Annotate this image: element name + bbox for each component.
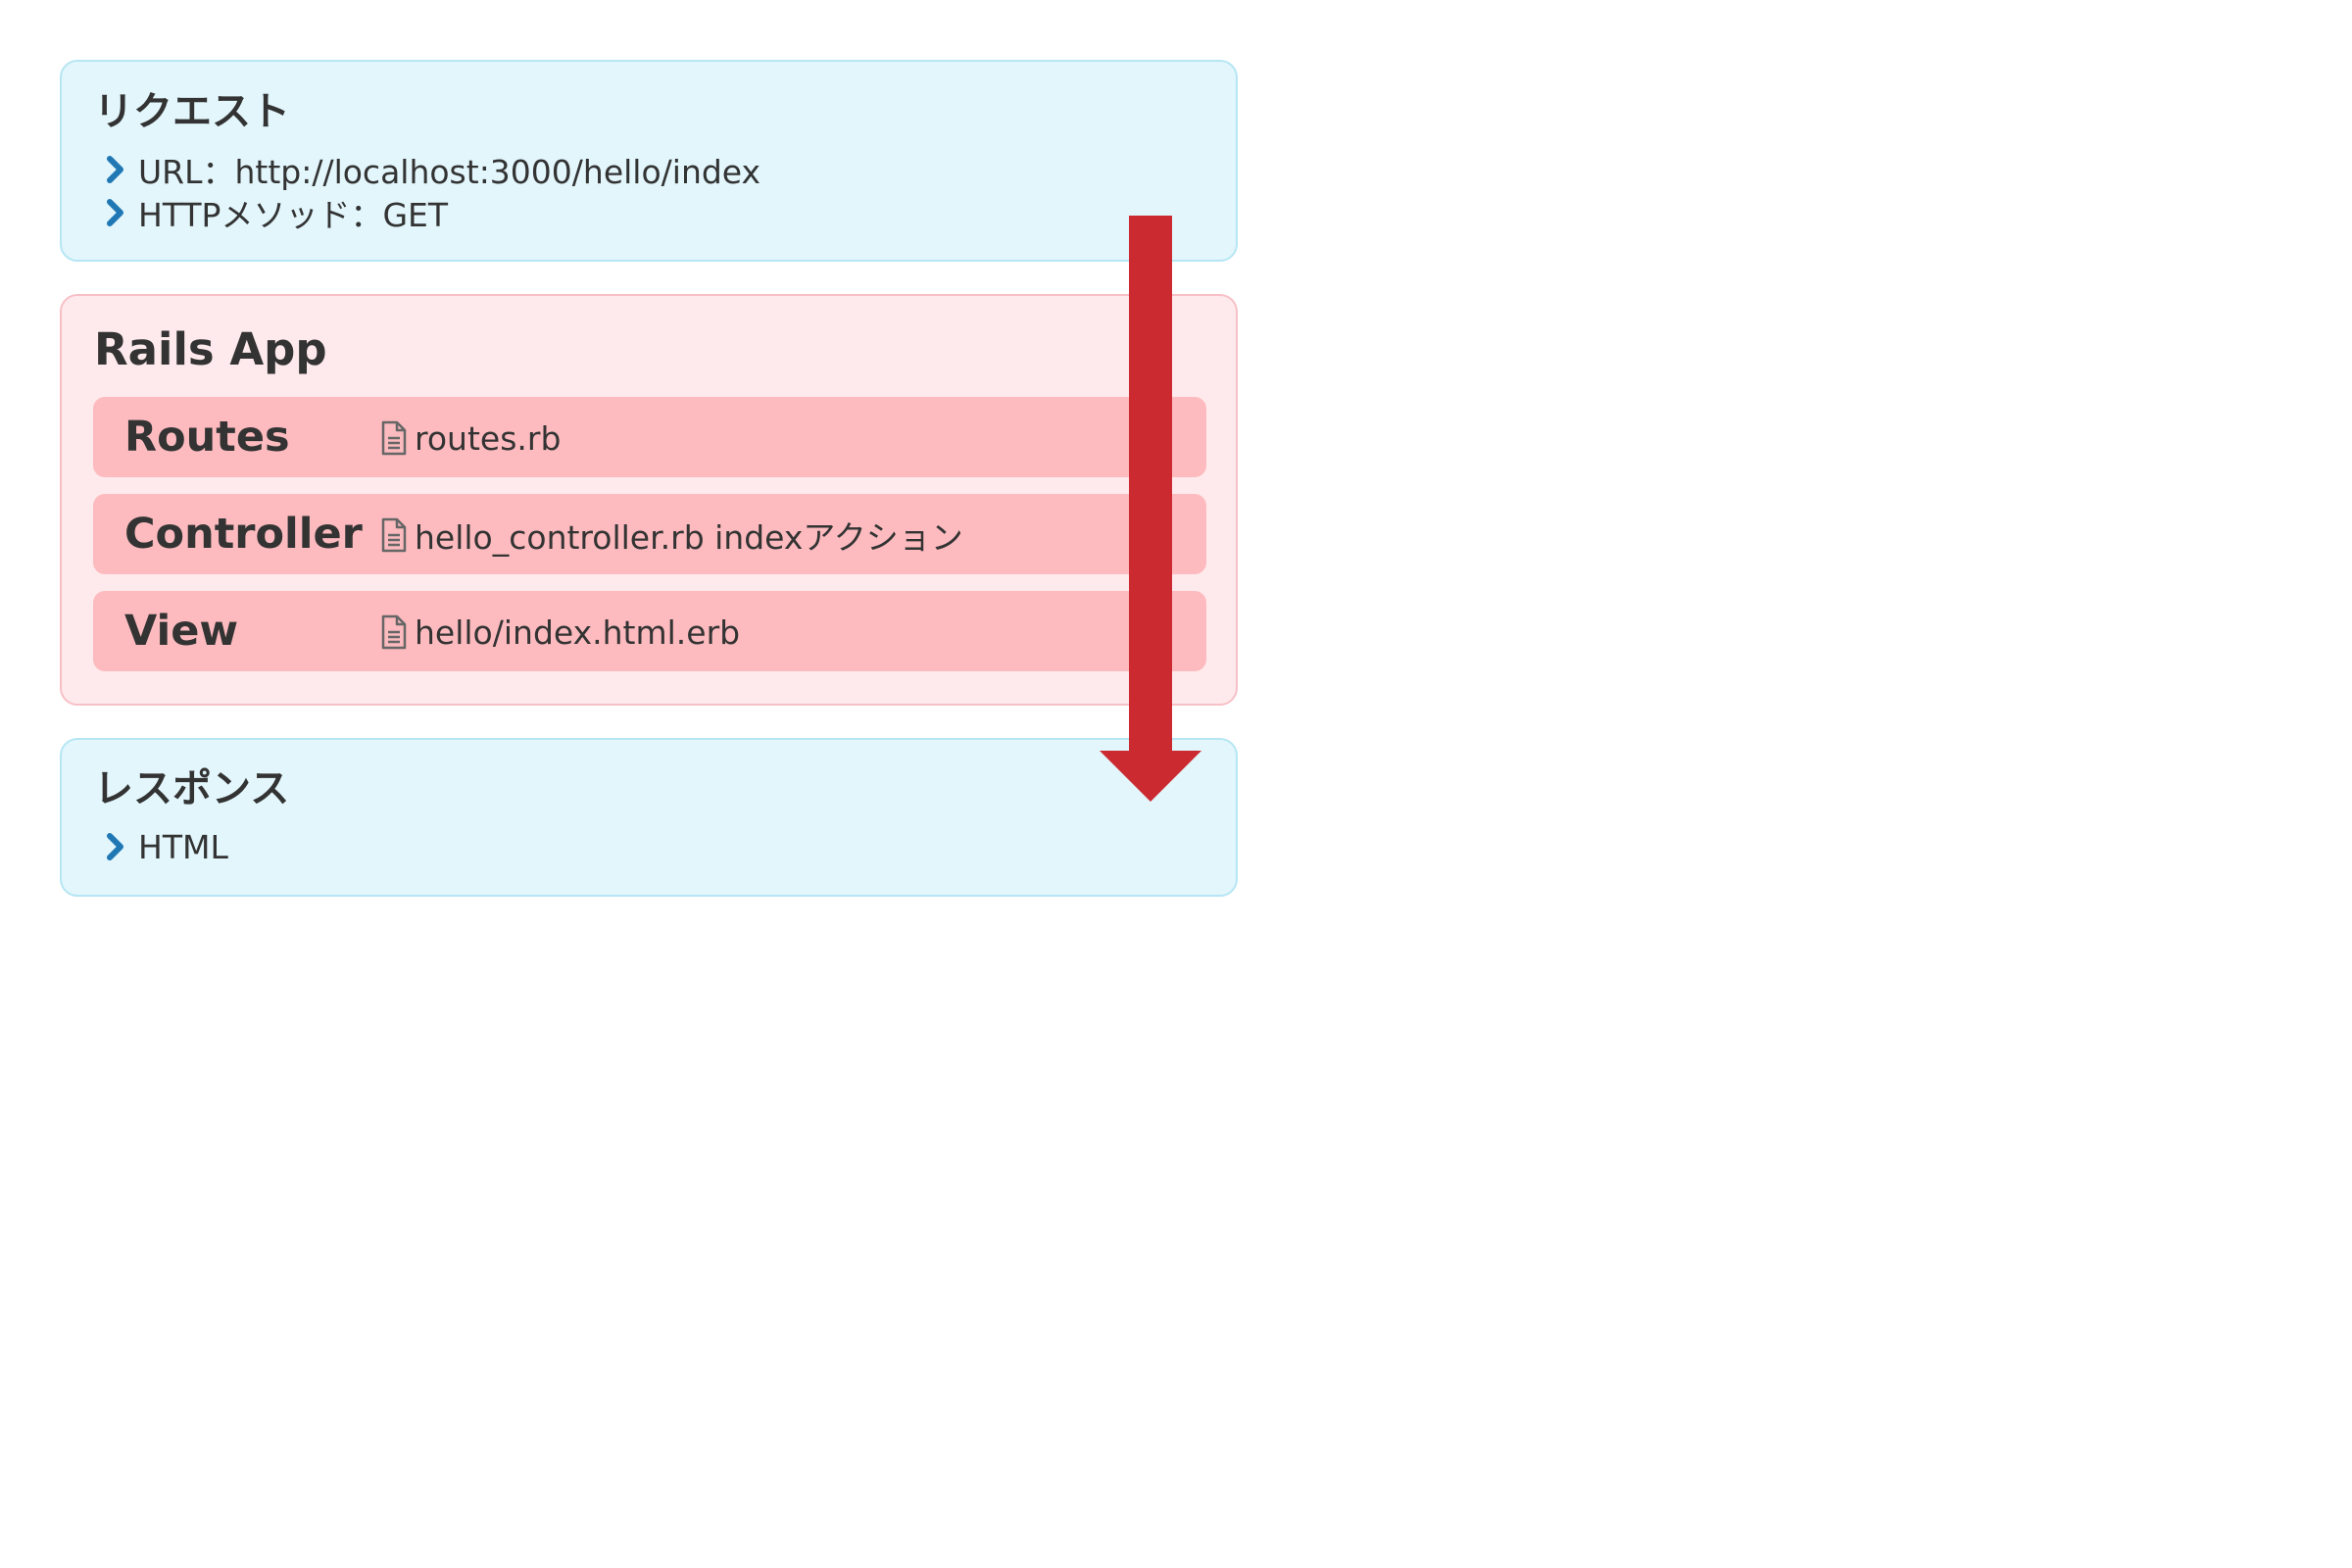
layer-file-name: routes.rb: [415, 418, 562, 458]
request-title: リクエスト: [94, 89, 290, 134]
chevron-right-icon: [107, 199, 123, 226]
layer-file-name: hello_controller.rb indexアクション: [415, 518, 963, 557]
layer-name-view: View: [124, 607, 239, 656]
layer-row-view: View hello/index.html.erb: [93, 591, 1206, 671]
rails-app-title: Rails App: [94, 323, 327, 375]
response-item-list: HTML: [105, 825, 228, 868]
file-text-icon: [381, 614, 407, 650]
request-item-method: HTTPメソッド：GET: [105, 191, 760, 234]
layer-file-name: hello/index.html.erb: [415, 612, 741, 652]
layer-name-controller: Controller: [124, 510, 363, 559]
response-item-label: HTML: [138, 827, 228, 866]
request-item-url: URL：http://localhost:3000/hello/index: [105, 148, 760, 191]
request-item-label: URL：http://localhost:3000/hello/index: [138, 153, 761, 191]
rails-app-panel: Rails App Routes routes.rb Controller: [60, 294, 1238, 706]
file-text-icon: [381, 420, 407, 456]
layer-file-routes: routes.rb: [379, 418, 561, 458]
layer-row-routes: Routes routes.rb: [93, 397, 1206, 477]
response-panel: レスポンス HTML: [60, 738, 1238, 897]
file-text-icon: [381, 517, 407, 553]
chevron-right-icon: [107, 833, 123, 860]
request-panel: リクエスト URL：http://localhost:3000/hello/in…: [60, 60, 1238, 262]
layer-file-view: hello/index.html.erb: [379, 612, 740, 652]
response-item-html: HTML: [105, 825, 228, 868]
request-item-label: HTTPメソッド：GET: [138, 196, 449, 234]
layer-name-routes: Routes: [124, 413, 290, 462]
layer-file-controller: hello_controller.rb indexアクション: [379, 515, 963, 557]
layer-row-controller: Controller hello_controller.rb indexアクショ…: [93, 494, 1206, 574]
request-item-list: URL：http://localhost:3000/hello/index HT…: [105, 148, 760, 234]
chevron-right-icon: [107, 156, 123, 183]
arrow-down-icon: [1100, 216, 1201, 802]
response-title: レスポンス: [94, 766, 290, 811]
